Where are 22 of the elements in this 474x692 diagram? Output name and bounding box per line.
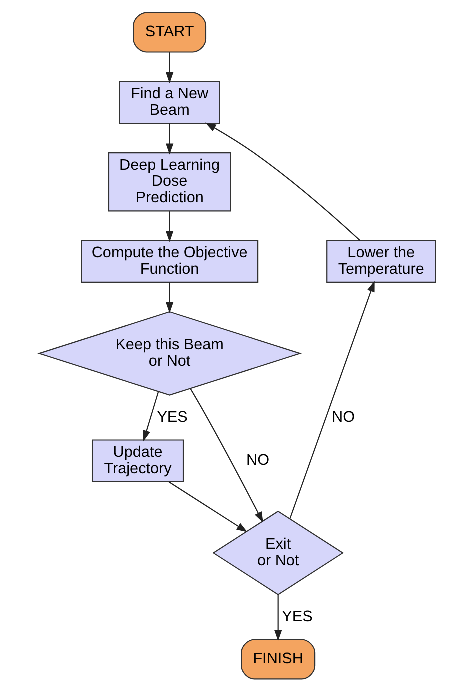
- arrow: [142, 392, 159, 442]
- arrow: [165, 212, 174, 242]
- arrow: [274, 594, 282, 642]
- node-diamond: Keep this Beam or Not: [37, 311, 302, 396]
- node-box: FINISH: [240, 639, 316, 680]
- arrow: [165, 282, 174, 314]
- node-box: START: [132, 12, 206, 53]
- node-box: Find a New Beam: [118, 81, 220, 124]
- node-box: Compute the Objective Function: [80, 240, 258, 283]
- arrow: [168, 482, 248, 532]
- edge-label: YES: [156, 408, 188, 426]
- edge-label: NO: [246, 452, 270, 470]
- edge-label: YES: [282, 608, 312, 626]
- arrow: [190, 388, 263, 523]
- arrow: [204, 122, 360, 242]
- node-box: Lower the Temperature: [326, 240, 436, 283]
- arrow: [165, 124, 174, 155]
- arrow: [289, 281, 374, 519]
- edge-label: NO: [332, 408, 355, 426]
- node-box: Update Trajectory: [92, 440, 184, 482]
- arrow: [165, 52, 174, 84]
- node-box: Deep Learning Dose Prediction: [108, 152, 231, 212]
